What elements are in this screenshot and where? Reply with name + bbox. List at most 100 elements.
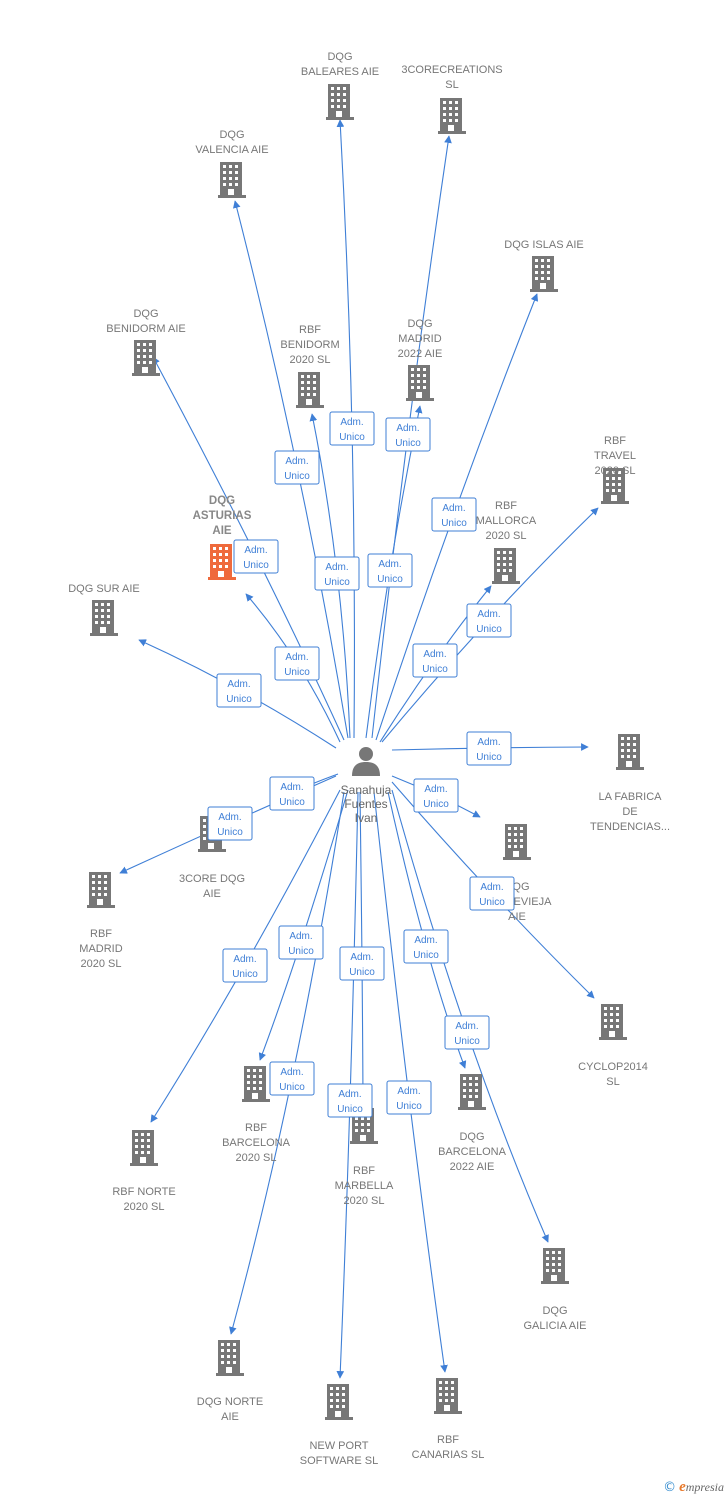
edge-label-dqg-madrid-2022: Adm.Unico (367, 553, 413, 588)
node-label-line: DQG (542, 1305, 567, 1317)
edge-label-dqg-asturias: Adm.Unico (274, 646, 320, 681)
node-label-line: ASTURIAS (193, 510, 252, 522)
brand-initial: e (679, 1479, 686, 1495)
edge-label-line: Unico (339, 432, 365, 443)
edge-label-line: Adm. (325, 562, 348, 573)
edge-label-line: Unico (279, 797, 305, 808)
node-label-line: RBF (353, 1165, 375, 1177)
edge-label-rbf-madrid: Adm. Unico (207, 806, 253, 841)
edge-label-line: Unico (476, 752, 502, 763)
node-label-line: 2020 SL (236, 1152, 277, 1164)
node-label-line: DQG SUR AIE (68, 583, 140, 595)
edge-label-line: Adm. (285, 456, 308, 467)
building-icon (325, 1384, 353, 1420)
node-label-line: RBF (90, 928, 112, 940)
node-label-line: LA FABRICA (599, 791, 663, 803)
node-label-line: MADRID (79, 943, 122, 955)
edge-label-rbf-marbella: Adm. Unico (339, 946, 385, 981)
building-icon (599, 1004, 627, 1040)
edge-label-line: Adm. (218, 812, 241, 823)
edge-label-3core-dqg: Adm.Unico (269, 776, 315, 811)
center-name-line: Ivan (355, 811, 378, 825)
edge-label-line: Adm. (477, 737, 500, 748)
edge-label-line: Adm. (227, 679, 250, 690)
edge-label-line: Unico (337, 1104, 363, 1115)
building-icon (616, 734, 644, 770)
edge-label-line: Adm. (350, 952, 373, 963)
node-label-line: BENIDORM AIE (106, 323, 185, 335)
edge-label-line: Unico (349, 967, 375, 978)
building-icon (434, 1378, 462, 1414)
edge-label-cyclop2014: Adm.Unico (469, 876, 515, 911)
edge-label-dqg-torrevieja: Adm.Unico (413, 778, 459, 813)
node-dqg-barcelona-2022[interactable]: DQG BARCELONA 2022 AIE (438, 1074, 507, 1173)
edge-label-line: Unico (284, 471, 310, 482)
building-icon (458, 1074, 486, 1110)
edge-label-rbf-mallorca: Adm. Unico (412, 643, 458, 678)
node-label-line: MADRID (398, 333, 441, 345)
edge-label-dqg-benidorm: Adm.Unico (233, 539, 279, 574)
edge-label-line: Adm. (442, 503, 465, 514)
node-label-line: 3CORECREATIONS (401, 64, 502, 76)
edge-label-line: Unico (217, 827, 243, 838)
node-label-line: DQG ISLAS AIE (504, 239, 583, 251)
edge-label-line: Unico (377, 574, 403, 585)
edge-label-dqg-norte: Adm.Unico (269, 1061, 315, 1096)
edge-label-line: Adm. (423, 649, 446, 660)
edge-label-dqg-islas: Adm.Unico (431, 497, 477, 532)
node-label-line: MALLORCA (476, 515, 537, 527)
building-icon (87, 872, 115, 908)
edge-label-line: Unico (423, 799, 449, 810)
edge-label-line: Adm. (340, 417, 363, 428)
building-icon (132, 340, 160, 376)
node-label-line: 2020 SL (486, 530, 527, 542)
node-label-line: 2022 AIE (398, 348, 443, 360)
node-label-line: BENIDORM (280, 339, 339, 351)
edge-label-line: Unico (226, 694, 252, 705)
node-label-line: BARCELONA (438, 1146, 507, 1158)
building-icon (90, 600, 118, 636)
node-dqg-sur[interactable]: DQG SUR AIE (68, 583, 140, 636)
edge-label-line: Adm. (414, 935, 437, 946)
node-label-line: DQG (459, 1131, 484, 1143)
node-label-line: AIE (212, 525, 232, 537)
node-label-line: TRAVEL (594, 450, 636, 462)
edge-label-dqg-baleares: Adm. Unico (329, 411, 375, 446)
node-label-line: 2022 AIE (450, 1161, 495, 1173)
building-icon (242, 1066, 270, 1102)
edge-label-dqg-galicia: Adm.Unico (444, 1015, 490, 1050)
edge-label-rbf-benidorm: Adm.Unico (314, 556, 360, 591)
edge-label-line: Adm. (233, 954, 256, 965)
edge-label-line: Adm. (338, 1089, 361, 1100)
edge-label-line: Unico (422, 664, 448, 675)
node-la-fabrica[interactable]: LA FABRICADETENDENCIAS... (590, 734, 670, 833)
node-label-line: CANARIAS SL (412, 1449, 485, 1461)
node-label-line: BARCELONA (222, 1137, 291, 1149)
node-dqg-islas[interactable]: DQG ISLAS AIE (504, 239, 584, 292)
node-label-line: MARBELLA (335, 1180, 394, 1192)
node-label-line: RBF NORTE (112, 1186, 175, 1198)
building-icon (208, 544, 236, 580)
edge-label-line: Adm. (289, 931, 312, 942)
